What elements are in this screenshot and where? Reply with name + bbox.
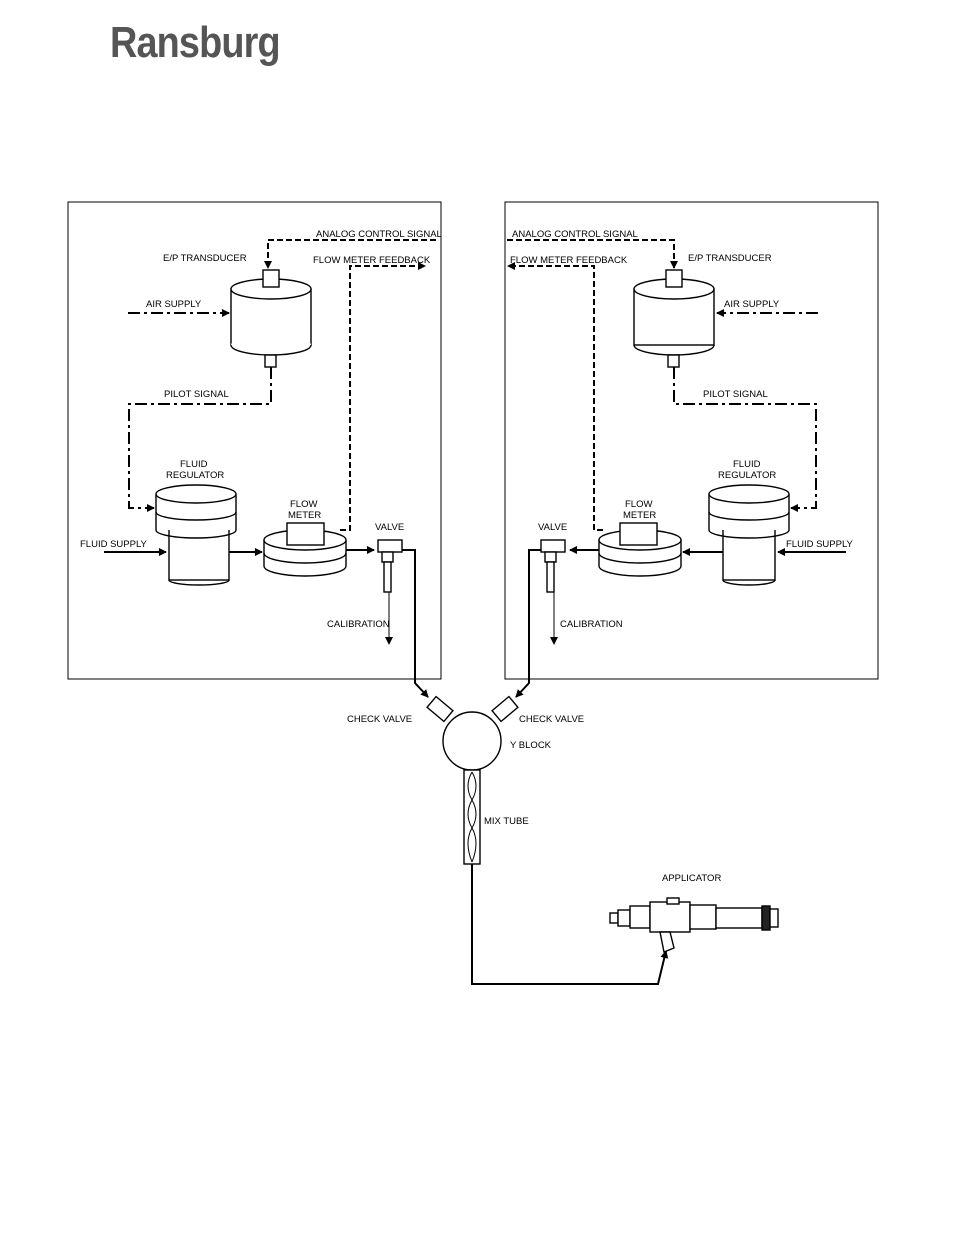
left-flow-meter-feedback-line (340, 262, 426, 531)
left-flow-meter-label-1: FLOW (290, 499, 317, 510)
right-ep-transducer (633, 269, 715, 368)
mix-tube-label: MIX TUBE (484, 816, 529, 827)
right-pilot-signal-label: PILOT SIGNAL (703, 389, 768, 400)
right-calibration-label: CALIBRATION (560, 619, 623, 630)
left-ep-transducer (230, 269, 312, 368)
left-ep-transducer-label: E/P TRANSDUCER (163, 253, 247, 264)
check-valve-left-label: CHECK VALVE (347, 714, 412, 725)
ransburg-logo: Ransburg (110, 18, 281, 67)
mix-tube-to-applicator-line (471, 864, 669, 985)
left-flow-meter-label-2: METER (288, 510, 321, 521)
check-valve-right (491, 695, 519, 723)
right-analog-control-label: ANALOG CONTROL SIGNAL (512, 229, 638, 240)
left-fluid-supply-label: FLUID SUPPLY (80, 539, 148, 550)
check-valve-right-label: CHECK VALVE (519, 714, 584, 725)
check-valve-left (426, 695, 454, 723)
left-fluid-regulator (155, 484, 237, 586)
mix-tube (463, 769, 481, 865)
left-fluid-regulator-label-1: FLUID (180, 459, 208, 470)
right-flow-meter-label-2: METER (623, 510, 656, 521)
right-pilot-signal-line (673, 367, 817, 512)
right-fluid-regulator-label-2: REGULATOR (718, 470, 776, 481)
left-panel: ANALOG CONTROL SIGNAL FLOW METER FEEDBAC… (67, 201, 442, 698)
left-panel-frame (67, 201, 442, 680)
applicator-gun (609, 897, 779, 953)
right-fluid-regulator-label-1: FLUID (733, 459, 761, 470)
right-fluid-supply-label: FLUID SUPPLY (786, 539, 854, 550)
y-block-label: Y BLOCK (510, 740, 552, 751)
left-analog-control-label: ANALOG CONTROL SIGNAL (316, 229, 442, 240)
right-air-supply-label: AIR SUPPLY (724, 299, 780, 310)
left-valve (377, 539, 403, 593)
left-pilot-signal-label: PILOT SIGNAL (164, 389, 229, 400)
left-valve-label: VALVE (375, 522, 404, 533)
left-analog-control-line (264, 239, 436, 269)
left-pilot-signal-line (128, 367, 272, 512)
right-flow-meter-label-1: FLOW (625, 499, 652, 510)
right-panel-frame (504, 201, 879, 680)
right-valve-to-check-valve-line (515, 549, 541, 698)
right-valve-label: VALVE (538, 522, 567, 533)
left-valve-to-check-valve-line (402, 549, 429, 698)
left-calibration-label: CALIBRATION (327, 619, 390, 630)
right-valve (540, 539, 566, 593)
right-flow-meter (598, 522, 682, 577)
right-flow-meter-feedback-line (507, 262, 603, 531)
left-air-supply-label: AIR SUPPLY (146, 299, 202, 310)
right-panel: ANALOG CONTROL SIGNAL FLOW METER FEEDBAC… (504, 201, 879, 698)
right-analog-control-line (507, 239, 678, 269)
right-fluid-regulator (708, 484, 790, 586)
applicator-label: APPLICATOR (662, 873, 721, 884)
left-fluid-regulator-label-2: REGULATOR (166, 470, 224, 481)
left-flow-meter (263, 522, 347, 577)
right-ep-transducer-label: E/P TRANSDUCER (688, 253, 772, 264)
right-flow-meter-feedback-label: FLOW METER FEEDBACK (510, 255, 628, 266)
left-flow-meter-feedback-label: FLOW METER FEEDBACK (313, 255, 431, 266)
y-block (442, 711, 502, 771)
